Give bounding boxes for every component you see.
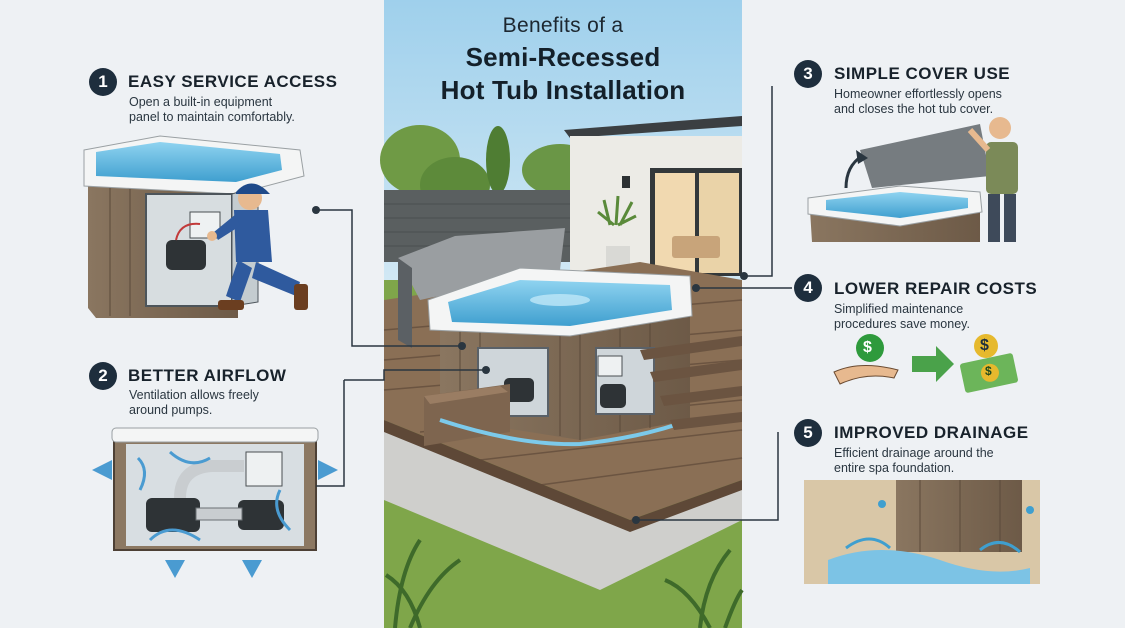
benefit-title: LOWER REPAIR COSTS	[834, 279, 1038, 298]
deck-stairs	[640, 336, 742, 430]
benefit-description-line: Efficient drainage around the	[834, 446, 994, 460]
benefit-description-line: Ventilation allows freely	[129, 388, 259, 402]
benefit-description-line: Open a built-in equipment	[129, 95, 273, 109]
benefit-title: BETTER AIRFLOW	[128, 366, 287, 385]
drainage-illustration	[804, 480, 1040, 584]
money-bill-icon	[960, 334, 1018, 393]
benefit-description: Simplified maintenance procedures save m…	[834, 302, 970, 332]
green-arrow-icon	[912, 346, 954, 382]
title-block: Benefits of a Semi-Recessed Hot Tub Inst…	[384, 14, 742, 106]
center-scene	[380, 0, 744, 628]
benefit-description-line: Homeowner effortlessly opens	[834, 87, 1002, 101]
house	[564, 116, 742, 276]
benefit-title: EASY SERVICE ACCESS	[128, 72, 338, 91]
connector-lines	[316, 86, 792, 521]
benefit-number-badge: 4	[794, 274, 822, 302]
title-line-1: Benefits of a	[502, 14, 624, 37]
benefit-description-line: Simplified maintenance	[834, 302, 964, 316]
potted-plant	[597, 195, 637, 268]
bill-dollar-symbol: $	[985, 364, 992, 378]
service-access-illustration	[83, 135, 308, 318]
foreground-plants	[384, 538, 744, 628]
service-technician-illustration	[207, 183, 308, 310]
title-line-3: Hot Tub Installation	[440, 75, 686, 105]
benefit-number-badge: 1	[89, 68, 117, 96]
benefit-description-line: entire spa foundation.	[834, 461, 955, 475]
center-hot-tub	[398, 228, 693, 447]
benefit-description-line: around pumps.	[129, 403, 213, 417]
benefit-number-badge: 2	[89, 362, 117, 390]
benefit-number-badge: 5	[794, 419, 822, 447]
cover-use-illustration	[807, 117, 1018, 242]
gold-coin-dollar-symbol: $	[980, 337, 989, 354]
benefit-description-line: procedures save money.	[834, 317, 970, 331]
benefit-title: IMPROVED DRAINAGE	[834, 423, 1029, 442]
airflow-illustration	[92, 427, 338, 578]
repair-costs-illustration	[833, 334, 1018, 393]
benefit-description: Homeowner effortlessly opens and closes …	[834, 87, 1002, 117]
benefit-description: Open a built-in equipment panel to maint…	[129, 95, 295, 125]
drainage-water-icon	[828, 500, 1034, 584]
benefit-number-badge: 3	[794, 60, 822, 88]
benefit-title: SIMPLE COVER USE	[834, 64, 1011, 83]
hand-coin-icon	[833, 334, 899, 385]
benefit-description-line: panel to maintain comfortably.	[129, 110, 295, 124]
benefit-description-line: and closes the hot tub cover.	[834, 102, 994, 116]
benefit-description: Efficient drainage around the entire spa…	[834, 446, 994, 476]
coin-dollar-symbol: $	[863, 339, 872, 356]
title-line-2: Semi-Recessed	[465, 42, 661, 72]
airflow-arrows-icon	[136, 450, 292, 542]
benefit-description: Ventilation allows freely around pumps.	[129, 388, 259, 418]
